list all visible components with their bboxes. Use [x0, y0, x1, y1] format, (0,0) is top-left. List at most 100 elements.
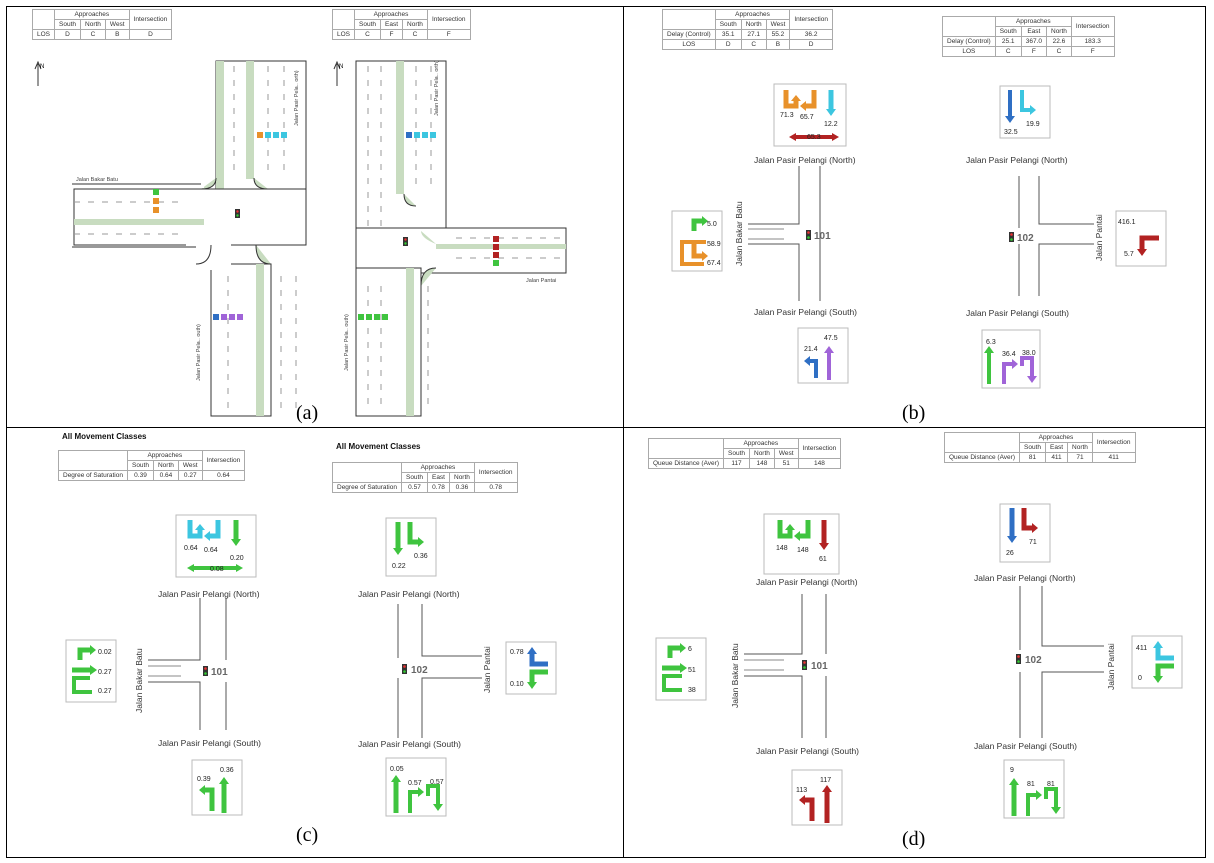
table-cell: Intersection — [789, 9, 833, 30]
value-label: 0.10 — [510, 681, 524, 688]
signal-head-icon — [1016, 654, 1021, 664]
street-label-south: Jalan Pasir Pela.. outh) — [196, 324, 202, 381]
intersection-101: 101 Jalan Pasir Pelangi (North) Jalan Pa… — [655, 513, 859, 826]
value-label: 67.4 — [707, 260, 721, 267]
road-label-north: Jalan Pasir Pelangi (North) — [966, 155, 1068, 165]
value-label: 0 — [1138, 675, 1142, 682]
u-turn-arrow-icon — [1044, 787, 1061, 814]
lane-marker-icon — [257, 132, 263, 138]
road-label-south: Jalan Pasir Pelangi (South) — [974, 741, 1077, 751]
road-label-north: Jalan Pasir Pelangi (North) — [754, 155, 856, 165]
value-label: 5.7 — [1124, 251, 1134, 258]
caption-d: (d) — [902, 828, 926, 850]
u-turn-arrow-icon — [187, 520, 205, 539]
value-label: 38 — [688, 687, 696, 694]
right-turn-arrow-icon — [407, 522, 424, 547]
queue-diagram: 101 Jalan Pasir Pelangi (North) Jalan Pa… — [655, 503, 1183, 826]
intersection-id: 102 — [1017, 233, 1034, 244]
u-turn-arrow-icon — [680, 240, 706, 266]
value-label: 21.4 — [804, 346, 818, 353]
value-label: 65.3 — [807, 134, 821, 141]
value-label: 411 — [1136, 645, 1147, 652]
u-turn-arrow-icon — [426, 784, 443, 811]
left-turn-arrow-icon — [527, 647, 548, 667]
road-label-east: Jalan Pantai — [1106, 643, 1116, 690]
lane-marker-icon — [213, 314, 219, 320]
value-label: 0.02 — [98, 649, 112, 656]
through-arrow-icon — [1005, 90, 1015, 123]
value-label: 32.5 — [1004, 129, 1018, 136]
value-label: 0.36 — [414, 553, 428, 560]
value-label: 81 — [1027, 781, 1035, 788]
table-cell: F — [1070, 46, 1115, 57]
approach-box-south — [791, 769, 843, 826]
caption-c: (c) — [296, 824, 319, 846]
value-label: 61 — [819, 556, 827, 563]
street-label-north: Jalan Pasir Pela.. orth) — [434, 60, 440, 116]
table-cell: 0.78 — [426, 482, 451, 493]
value-label: N — [339, 64, 343, 70]
value-label: 0.05 — [390, 766, 404, 773]
road-label-north: Jalan Pasir Pelangi (North) — [358, 589, 460, 599]
lane-marker-icon — [382, 314, 388, 320]
road-label-west: Jalan Bakar Batu — [730, 643, 740, 708]
value-label: N — [40, 64, 44, 70]
table-cell: 0.64 — [152, 470, 179, 481]
value-label: 51 — [688, 667, 696, 674]
approach-box-south — [797, 327, 849, 384]
north-arrow-icon: N — [333, 60, 343, 86]
table-cell: LOS — [331, 29, 356, 40]
value-label: 6.3 — [986, 339, 996, 346]
street-label-north: Jalan Pasir Pela.. orth) — [294, 70, 300, 126]
lane-marker-icon — [265, 132, 271, 138]
right-turn-arrow-icon — [691, 216, 708, 231]
value-label: 38.0 — [1022, 350, 1036, 357]
value-label: 0.57 — [430, 779, 444, 786]
right-turn-arrow-icon — [1153, 663, 1174, 683]
right-turn-arrow-icon — [408, 787, 424, 813]
right-turn-arrow-icon — [527, 669, 548, 689]
table-cell: F — [426, 29, 471, 40]
table-cell: F — [380, 29, 404, 40]
saturation-diagram: 101 Jalan Pasir Pelangi (North) Jalan Pa… — [65, 514, 557, 817]
u-turn-arrow-icon — [777, 520, 795, 539]
table-cell: 411 — [1091, 452, 1136, 463]
value-label: 0.64 — [204, 547, 218, 554]
right-turn-arrow-icon — [1021, 508, 1038, 533]
lane-marker-icon — [366, 314, 372, 320]
right-turn-arrow-icon — [667, 643, 686, 658]
table-cell: C — [402, 29, 428, 40]
through-arrow-icon — [824, 346, 834, 380]
table-cell: 148 — [797, 458, 842, 469]
value-label: 0.08 — [210, 566, 224, 573]
intersection-id: 101 — [211, 667, 228, 678]
intersection-101: 101 Jalan Pasir Pelangi (North) Jalan Pa… — [65, 514, 261, 816]
lane-marker-icon — [414, 132, 420, 138]
intersection-id: 101 — [811, 661, 828, 672]
table-cell: LOS — [31, 29, 56, 40]
value-label: 81 — [1047, 781, 1055, 788]
through-arrow-icon — [1009, 778, 1019, 816]
approach-box-south — [191, 759, 243, 816]
value-label: 71 — [1029, 539, 1037, 546]
lane-marker-icon — [493, 260, 499, 266]
lane-marker-icon — [237, 314, 243, 320]
value-label: 5.0 — [707, 221, 717, 228]
intersection-102-layout: Jalan Pantai Jalan Pasir Pela.. orth) Ja… — [344, 60, 567, 417]
value-label: 0.39 — [197, 776, 211, 783]
pedestrian-arrow-icon — [789, 133, 839, 141]
value-label: 0.36 — [220, 767, 234, 774]
value-label: 6 — [688, 646, 692, 653]
lane-marker-icon — [406, 132, 412, 138]
street-label-bakar-batu: Jalan Bakar Batu — [76, 177, 118, 183]
through-arrow-icon — [822, 785, 832, 823]
